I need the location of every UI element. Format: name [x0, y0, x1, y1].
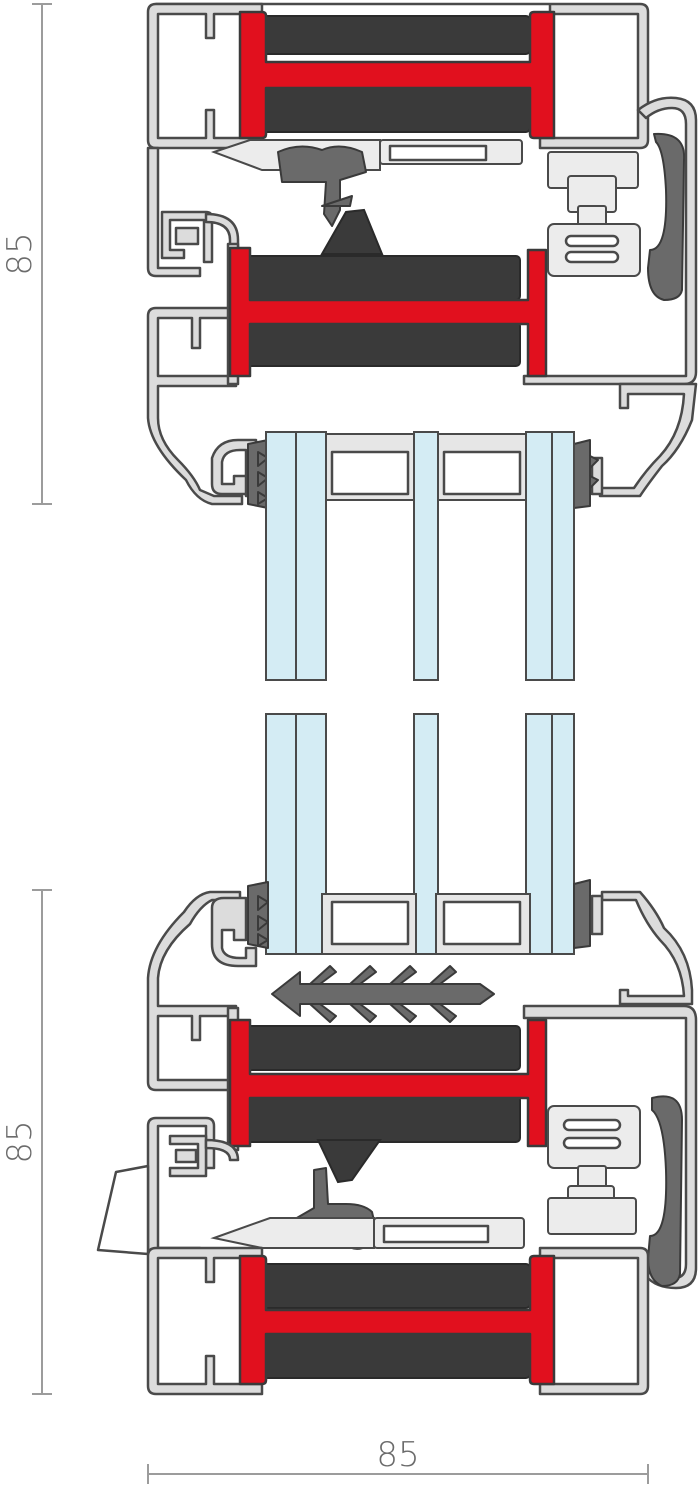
top-glazing-unit: [265, 431, 575, 681]
bottom-sash-thermal-barrier: [228, 1018, 548, 1148]
bottom-drainage-gasket: [271, 965, 495, 1023]
bottom-frame-profile: [96, 1116, 650, 1396]
top-sash-insulation: [245, 255, 521, 367]
top-glazing-gasket-right: [573, 439, 599, 509]
dimension-bottom-height-label: 85: [0, 1120, 40, 1163]
dimension-top-height: 85: [0, 3, 52, 505]
top-frame-thermal-barrier: [238, 10, 556, 140]
top-hardware: [211, 96, 698, 386]
bottom-glazing-unit: [265, 713, 575, 955]
top-sash-thermal-barrier: [228, 246, 548, 378]
bottom-glazing-gasket-left: [247, 881, 269, 949]
dimension-top-height-label: 85: [0, 232, 40, 275]
dimension-width-label: 85: [376, 1435, 419, 1475]
top-frame-profile: [146, 2, 650, 278]
bottom-frame-thermal-barrier: [238, 1254, 556, 1386]
bottom-hardware: [210, 1095, 683, 1287]
dimension-bottom-height: 85: [0, 889, 52, 1395]
dimension-width: 85: [147, 1435, 649, 1484]
